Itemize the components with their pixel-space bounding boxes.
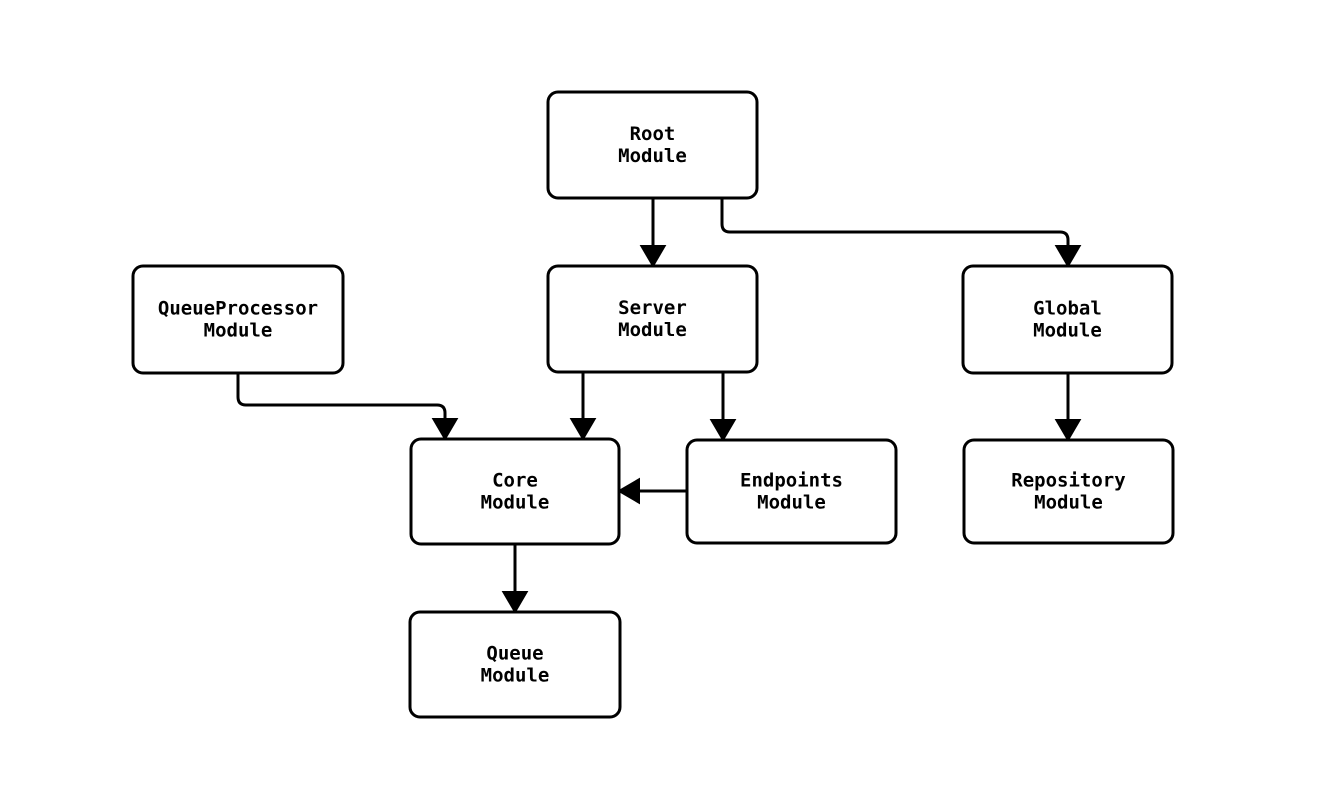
node-server-label-line: Server: [618, 297, 687, 319]
node-repository-label-line: Repository: [1011, 470, 1125, 492]
node-repository-label-line: Module: [1034, 492, 1103, 514]
node-global-box: [961, 264, 1174, 375]
node-root-label-line: Root: [630, 123, 676, 145]
node-queue-label-line: Module: [481, 665, 550, 687]
node-root-label-line: Module: [618, 145, 687, 167]
node-core-label-line: Module: [481, 492, 550, 514]
node-endpoints-label-line: Module: [757, 492, 826, 514]
node-core-box: [409, 437, 621, 546]
node-queue-label-line: Queue: [486, 643, 543, 665]
edge-root-to-global: [720, 198, 1082, 268]
node-core-label-line: Core: [492, 470, 538, 492]
node-queueprocessor-label-line: QueueProcessor: [158, 298, 318, 320]
node-server-label-line: Module: [618, 319, 687, 341]
node-queue-box: [408, 610, 622, 719]
node-endpoints-label-line: Endpoints: [740, 470, 843, 492]
node-endpoints-box: [685, 438, 898, 545]
edge-queueprocessor-to-core: [236, 373, 459, 441]
node-root-box: [546, 90, 759, 200]
node-queueprocessor-box: [131, 264, 345, 375]
node-queueprocessor-label-line: Module: [204, 320, 273, 342]
edges-layer: [236, 198, 1082, 614]
node-global-label-line: Module: [1033, 320, 1102, 342]
node-server-box: [546, 264, 759, 374]
node-global-label-line: Global: [1033, 298, 1102, 320]
node-repository-box: [962, 438, 1175, 545]
nodes-layer: RootModuleQueueProcessorModuleServerModu…: [131, 90, 1175, 719]
